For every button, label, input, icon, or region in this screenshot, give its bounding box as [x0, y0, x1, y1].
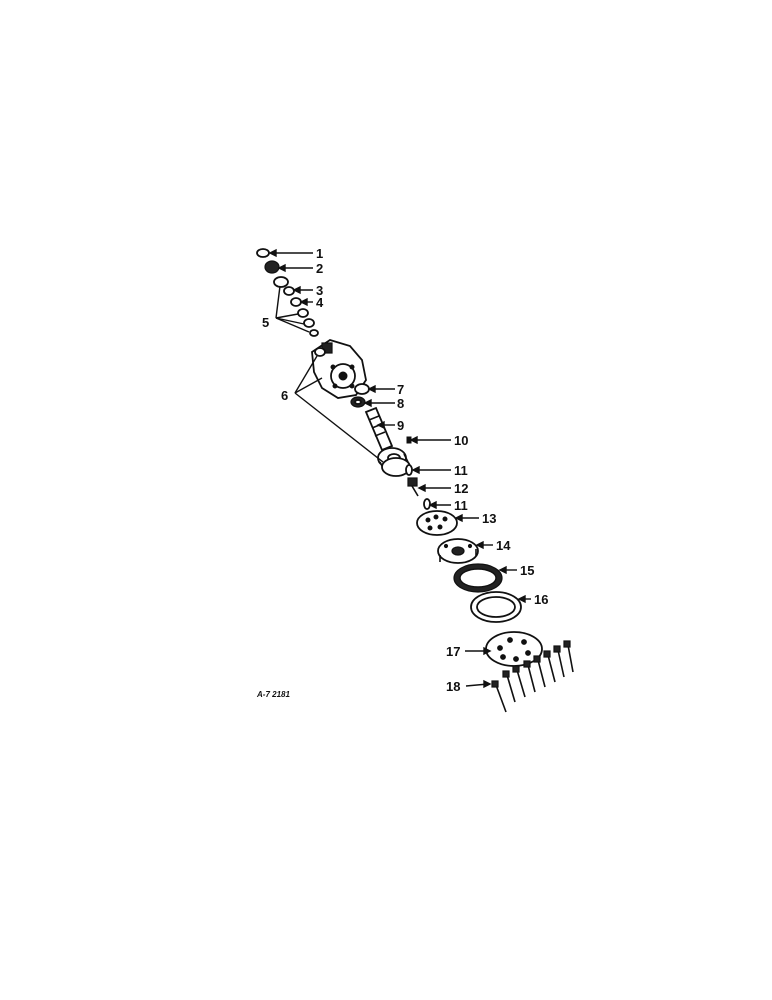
part-17-end-plate	[485, 631, 543, 667]
callout-1: 1	[316, 246, 323, 261]
callout-labels: 1 2 3 4 5 6 7 8 9 10 11 12 11 13 14 15 1…	[262, 246, 548, 694]
callout-2: 2	[316, 261, 323, 276]
part-2-nut	[264, 260, 280, 274]
callout-13: 13	[482, 511, 496, 526]
leader-lines	[268, 248, 531, 689]
callout-15: 15	[520, 563, 534, 578]
part-12-screw	[407, 477, 419, 497]
callout-18: 18	[446, 679, 460, 694]
callout-16: 16	[534, 592, 548, 607]
part-18-bolts	[491, 640, 574, 713]
part-5-ring-b	[297, 308, 309, 318]
callout-10: 10	[454, 433, 468, 448]
callout-3: 3	[316, 283, 323, 298]
part-10-key	[406, 436, 412, 444]
callout-4: 4	[316, 295, 324, 310]
callout-8: 8	[397, 396, 404, 411]
part-11-pin-b	[423, 498, 431, 510]
callout-6: 6	[281, 388, 288, 403]
part-5-ring-c	[303, 318, 315, 328]
figure-code: A-7 2181	[256, 690, 290, 699]
part-14-rotor	[437, 538, 479, 564]
part-7-seal	[354, 383, 370, 395]
callout-7: 7	[397, 382, 404, 397]
callout-5: 5	[262, 315, 269, 330]
callout-9: 9	[397, 418, 404, 433]
part-13-plate	[416, 510, 458, 536]
part-5-ring-a	[273, 276, 289, 288]
part-5-ring-d	[309, 329, 319, 337]
part-6-housing	[377, 447, 411, 477]
part-15-ring	[453, 563, 503, 593]
part-16-ring	[470, 591, 522, 623]
part-9-shaft	[364, 406, 394, 452]
callout-12: 12	[454, 481, 468, 496]
callout-11-a: 11	[454, 463, 468, 478]
callout-11-b: 11	[454, 498, 468, 513]
part-illustrations	[256, 248, 574, 713]
part-3-washer	[283, 286, 295, 296]
callout-17: 17	[446, 644, 460, 659]
callout-14: 14	[496, 538, 511, 553]
part-11-pin-a	[405, 464, 413, 476]
part-1-ring	[256, 248, 270, 258]
